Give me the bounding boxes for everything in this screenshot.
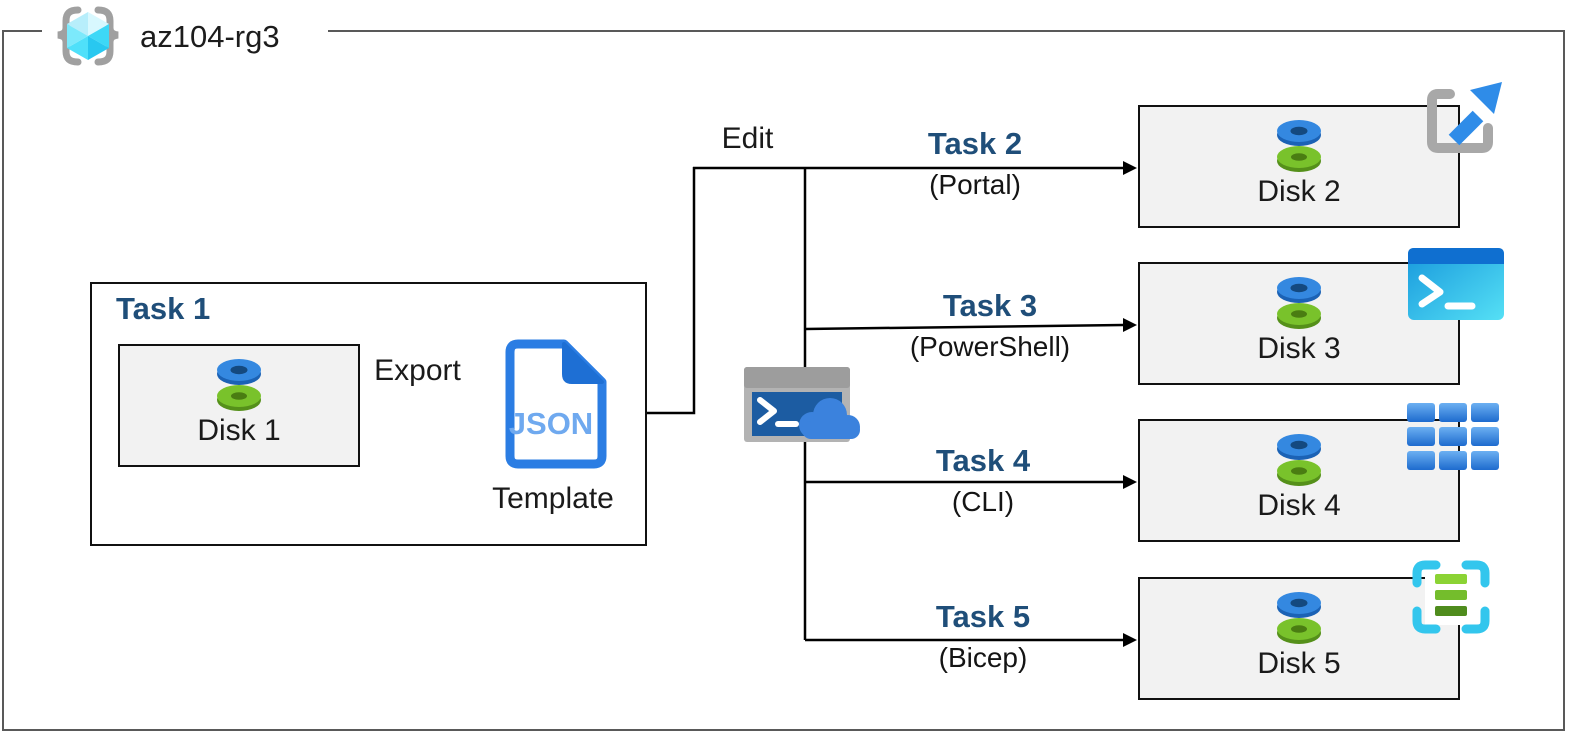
task2-method: (Portal) xyxy=(929,168,1021,200)
task4-label: Task 4 xyxy=(935,443,1031,478)
resource-group-icon xyxy=(57,6,119,66)
disk2-box: Disk 2 xyxy=(1138,105,1460,228)
template-label: Template xyxy=(492,482,614,515)
task2-label: Task 2 xyxy=(927,126,1023,161)
task4-method: (CLI) xyxy=(951,485,1015,517)
managed-disk-icon xyxy=(1277,434,1321,486)
resource-group-frame xyxy=(2,30,1565,731)
disk4-box: Disk 4 xyxy=(1138,419,1460,542)
cli-grid-icon xyxy=(1407,403,1499,470)
managed-disk-icon xyxy=(1277,277,1321,329)
powershell-icon xyxy=(1408,248,1504,320)
disk3-label: Disk 3 xyxy=(1257,332,1341,365)
managed-disk-icon xyxy=(217,359,261,411)
disk5-label: Disk 5 xyxy=(1257,647,1341,680)
disk5-box: Disk 5 xyxy=(1138,577,1460,700)
frame-gap xyxy=(42,26,328,37)
disk1-label: Disk 1 xyxy=(197,414,281,447)
disk2-label: Disk 2 xyxy=(1257,175,1341,208)
task3-label: Task 3 xyxy=(942,288,1038,323)
export-label: Export xyxy=(374,354,461,387)
task5-method: (Bicep) xyxy=(938,641,1028,673)
cloud-shell-icon xyxy=(744,367,860,442)
managed-disk-icon xyxy=(1277,592,1321,644)
portal-launch-icon xyxy=(1427,82,1502,153)
bicep-icon xyxy=(1412,560,1490,634)
json-doc-text: JSON xyxy=(509,406,593,441)
edit-label: Edit xyxy=(721,122,774,155)
task5-label: Task 5 xyxy=(935,599,1031,634)
resource-group-name: az104-rg3 xyxy=(140,19,280,54)
disk3-box: Disk 3 xyxy=(1138,262,1460,385)
disk1-box: Disk 1 xyxy=(118,344,360,467)
disk4-label: Disk 4 xyxy=(1257,489,1341,522)
task1-title: Task 1 xyxy=(116,291,211,326)
managed-disk-icon xyxy=(1277,120,1321,172)
task3-method: (PowerShell) xyxy=(909,330,1071,362)
json-template-icon: JSON xyxy=(505,339,607,469)
